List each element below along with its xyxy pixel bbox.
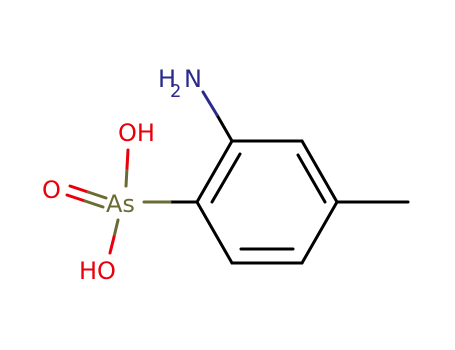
atom-label-oh-bottom: HO	[79, 257, 116, 285]
atom-label-nh2-n: N	[184, 65, 202, 93]
bond-c6-c1	[195, 200, 234, 265]
double-bond-inner-c3-c4	[296, 153, 327, 204]
bond-c3-c4	[300, 139, 339, 204]
ring-bonds	[195, 139, 410, 265]
bond-as-o-double-2-oxygen-half	[65, 193, 87, 203]
bond-as-oh-top-oxygen-half	[125, 148, 130, 170]
atom-label-as: As	[106, 190, 135, 218]
bond-c1-c2	[195, 139, 234, 204]
atom-label-nh2-subscript: 2	[170, 81, 181, 102]
bond-as-oh-bottom-arsenic-half	[112, 218, 120, 239]
bond-c4-c5	[300, 200, 339, 265]
bond-as-oh-top-arsenic-half	[124, 166, 129, 188]
bond-as-o-double-1-oxygen-half	[68, 184, 90, 194]
double-bond-inner-c1-c2	[210, 152, 242, 204]
atom-label-oh-top: OH	[118, 119, 155, 147]
bond-as-o-double-1-arsenic-half	[86, 190, 108, 200]
bond-c2-n-carbon-half	[215, 113, 234, 143]
atom-label-o-double: O	[42, 176, 61, 204]
bond-as-o-double-2-arsenic-half	[83, 199, 105, 209]
atom-label-nh2-h: H	[158, 65, 176, 93]
bond-c2-n-nitrogen-half	[201, 90, 219, 117]
bond-as-oh-bottom-oxygen-half	[108, 235, 116, 255]
